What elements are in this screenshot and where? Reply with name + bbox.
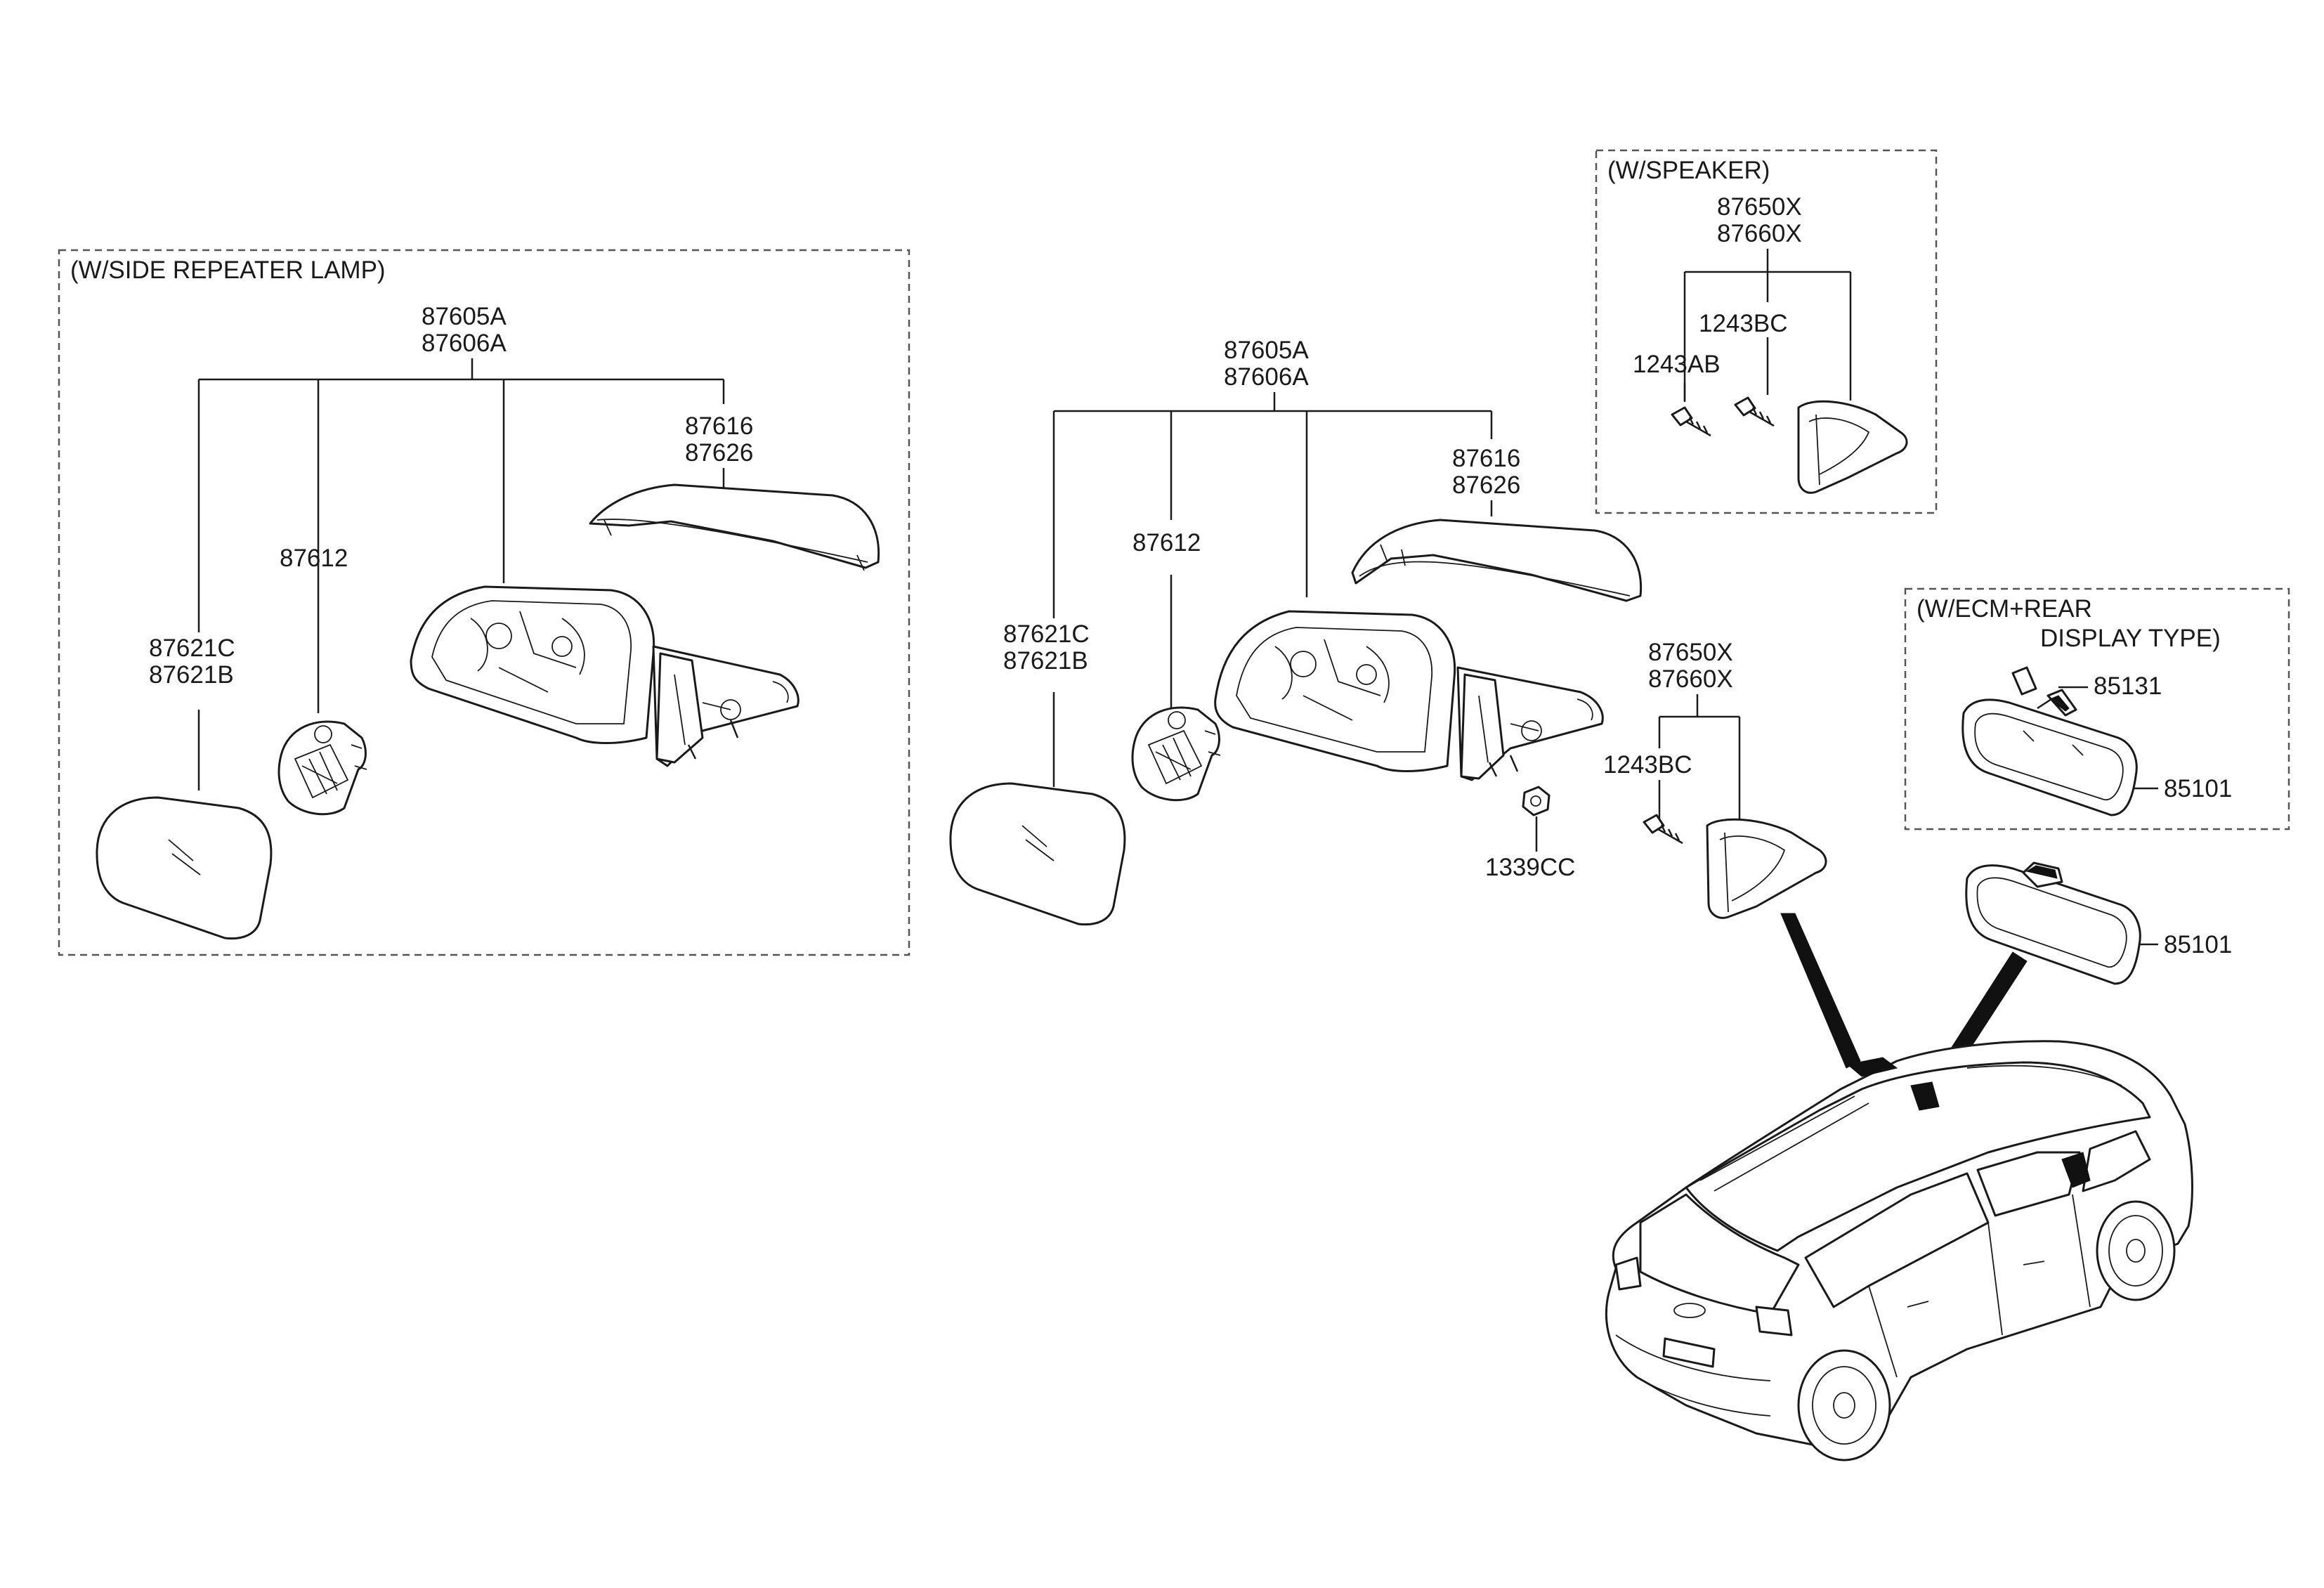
ecm-group: 85131 85101 — [1961, 666, 2232, 816]
speaker-group-box — [1595, 149, 1938, 514]
ecm-mirror — [1961, 698, 2138, 816]
label-87621b-mid: 87621B — [1003, 647, 1088, 675]
label-87606a-left: 87606A — [422, 330, 507, 357]
label-87616-left: 87616 — [685, 412, 753, 440]
left-mirror-group: 87605A 87606A 87616 87626 87612 87621C 8… — [96, 303, 880, 940]
mirror-housing-mid — [1214, 610, 1604, 781]
label-87605a-mid: 87605A — [1224, 337, 1309, 364]
mirror-glass-left — [96, 796, 273, 940]
label-87626-mid: 87626 — [1452, 471, 1520, 499]
label-87621b-left: 87621B — [149, 661, 234, 689]
roof-speaker-marker — [1846, 1057, 1898, 1077]
rear-wheel — [1797, 1349, 1891, 1462]
inner-cover-group: 87650X 87660X 1243BC — [1603, 639, 1827, 919]
ecm-group-title-line1: (W/ECM+REAR — [1917, 595, 2092, 623]
label-1243bc-speaker: 1243BC — [1699, 310, 1787, 337]
mirror-actuator-mid — [1131, 706, 1221, 802]
label-85101-ecm: 85101 — [2164, 775, 2232, 802]
label-87621c-left: 87621C — [149, 634, 235, 662]
label-87621c-mid: 87621C — [1003, 620, 1090, 648]
speaker-group: 87650X 87660X 1243BC 1243AB — [1633, 193, 1908, 494]
screw-1243bc-speaker — [1734, 396, 1775, 427]
side-repeater-group-box — [58, 249, 910, 956]
pointer-speaker-location — [1780, 913, 1861, 1069]
front-wheel — [2096, 1200, 2176, 1301]
label-87660x-inner: 87660X — [1648, 665, 1733, 693]
speaker-cover — [1797, 400, 1908, 494]
label-87612-mid: 87612 — [1132, 529, 1201, 557]
screw-1243bc-inner — [1643, 814, 1683, 845]
label-1243ab-speaker: 1243AB — [1633, 351, 1721, 378]
label-87660x-speaker: 87660X — [1717, 220, 1802, 247]
speaker-group-title: (W/SPEAKER) — [1607, 157, 1770, 184]
label-87650x-inner: 87650X — [1648, 639, 1733, 666]
mirror-actuator-left — [278, 720, 367, 816]
label-87612-left: 87612 — [280, 545, 348, 572]
label-87605a-left: 87605A — [422, 303, 507, 330]
nut-1339cc — [1522, 786, 1551, 816]
label-85131: 85131 — [2094, 672, 2162, 700]
vehicle-illustration — [1605, 1040, 2193, 1462]
label-87650x-speaker: 87650X — [1717, 193, 1802, 221]
mirror-housing-left — [410, 585, 799, 767]
ecm-group-box — [1904, 587, 2290, 831]
mirror-cover-mid — [1351, 519, 1643, 602]
side-repeater-group-title: (W/SIDE REPEATER LAMP) — [70, 256, 386, 284]
ecm-group-title-line2: DISPLAY TYPE) — [2040, 625, 2221, 652]
label-85101-room: 85101 — [2164, 931, 2232, 958]
label-87626-left: 87626 — [685, 439, 753, 467]
room-mirror-group: 85101 — [1965, 861, 2232, 985]
label-87616-mid: 87616 — [1452, 445, 1520, 472]
mirror-cover-left — [589, 483, 880, 571]
inner-cover — [1706, 818, 1827, 919]
middle-mirror-group: 87605A 87606A 87616 87626 87612 87621C 8… — [949, 337, 1643, 926]
roof-mirror-marker — [1910, 1081, 1940, 1111]
label-1243bc-inner: 1243BC — [1603, 751, 1692, 779]
label-1339cc-mid: 1339CC — [1485, 854, 1575, 881]
room-mirror — [1965, 861, 2141, 985]
label-87606a-mid: 87606A — [1224, 363, 1309, 391]
screw-1243ab — [1671, 406, 1711, 437]
mirror-glass-mid — [949, 782, 1126, 926]
